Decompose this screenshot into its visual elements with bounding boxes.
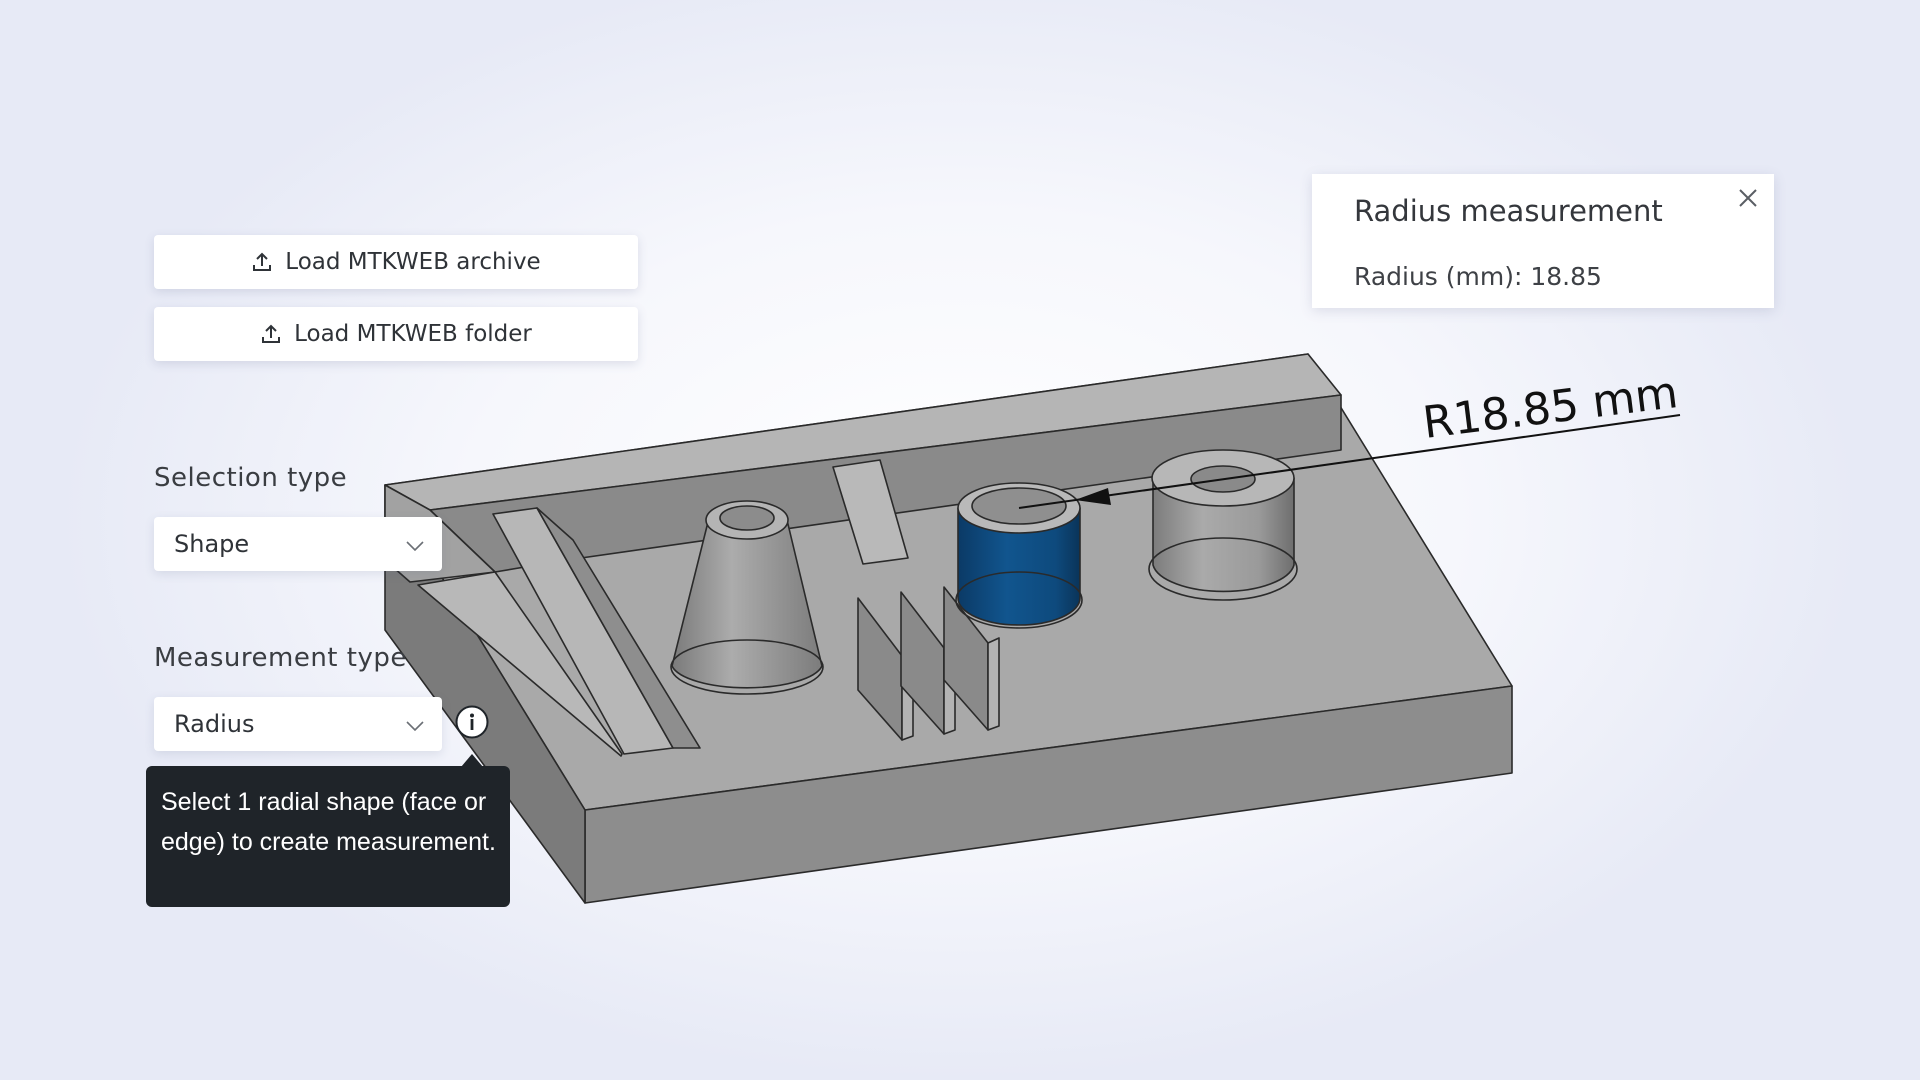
measurement-tooltip: Select 1 radial shape (face or edge) to … [146,766,510,907]
cone-body[interactable] [671,519,823,689]
chevron-down-icon [404,534,426,562]
wedge-block[interactable] [832,459,909,565]
tooltip-text: Select 1 radial shape (face or edge) to … [161,788,496,856]
load-folder-label: Load MTKWEB folder [294,321,532,347]
measurement-panel-value: Radius (mm): 18.85 [1354,262,1602,291]
fin-group[interactable] [857,586,1000,741]
load-archive-button[interactable]: Load MTKWEB archive [154,235,638,289]
upload-icon [251,251,273,273]
selected-cylinder-hole[interactable] [971,487,1067,525]
right-cylinder-body[interactable] [1152,477,1295,593]
cad-part[interactable] [384,353,1513,904]
left-channel-floor[interactable] [417,571,623,757]
selection-type-select[interactable]: Shape [154,517,442,571]
selection-type-label: Selection type [154,463,348,493]
diagonal-rib-side[interactable] [536,507,701,749]
measurement-type-value: Radius [174,710,255,738]
load-folder-button[interactable]: Load MTKWEB folder [154,307,638,361]
dimension-arrowhead [1075,488,1111,505]
measurement-type-label: Measurement type [154,643,407,673]
close-icon[interactable] [1734,184,1762,212]
measurement-result-panel: Radius measurement Radius (mm): 18.85 [1312,174,1774,308]
right-cylinder-fillet[interactable] [1148,537,1298,601]
info-icon[interactable] [455,705,489,739]
dimension-label: R18.85 mm [1420,367,1681,449]
measurement-type-select[interactable]: Radius [154,697,442,751]
cone-hole[interactable] [719,505,775,531]
cone-base-fillet[interactable] [670,639,824,695]
selected-cylinder-face[interactable] [957,507,1081,626]
tooltip-arrow [461,754,483,767]
selection-type-value: Shape [174,530,250,558]
measurement-panel-title: Radius measurement [1354,194,1663,228]
load-archive-label: Load MTKWEB archive [285,249,541,275]
selected-cylinder-fillet[interactable] [955,571,1083,629]
upload-icon [260,323,282,345]
chevron-down-icon [404,714,426,742]
